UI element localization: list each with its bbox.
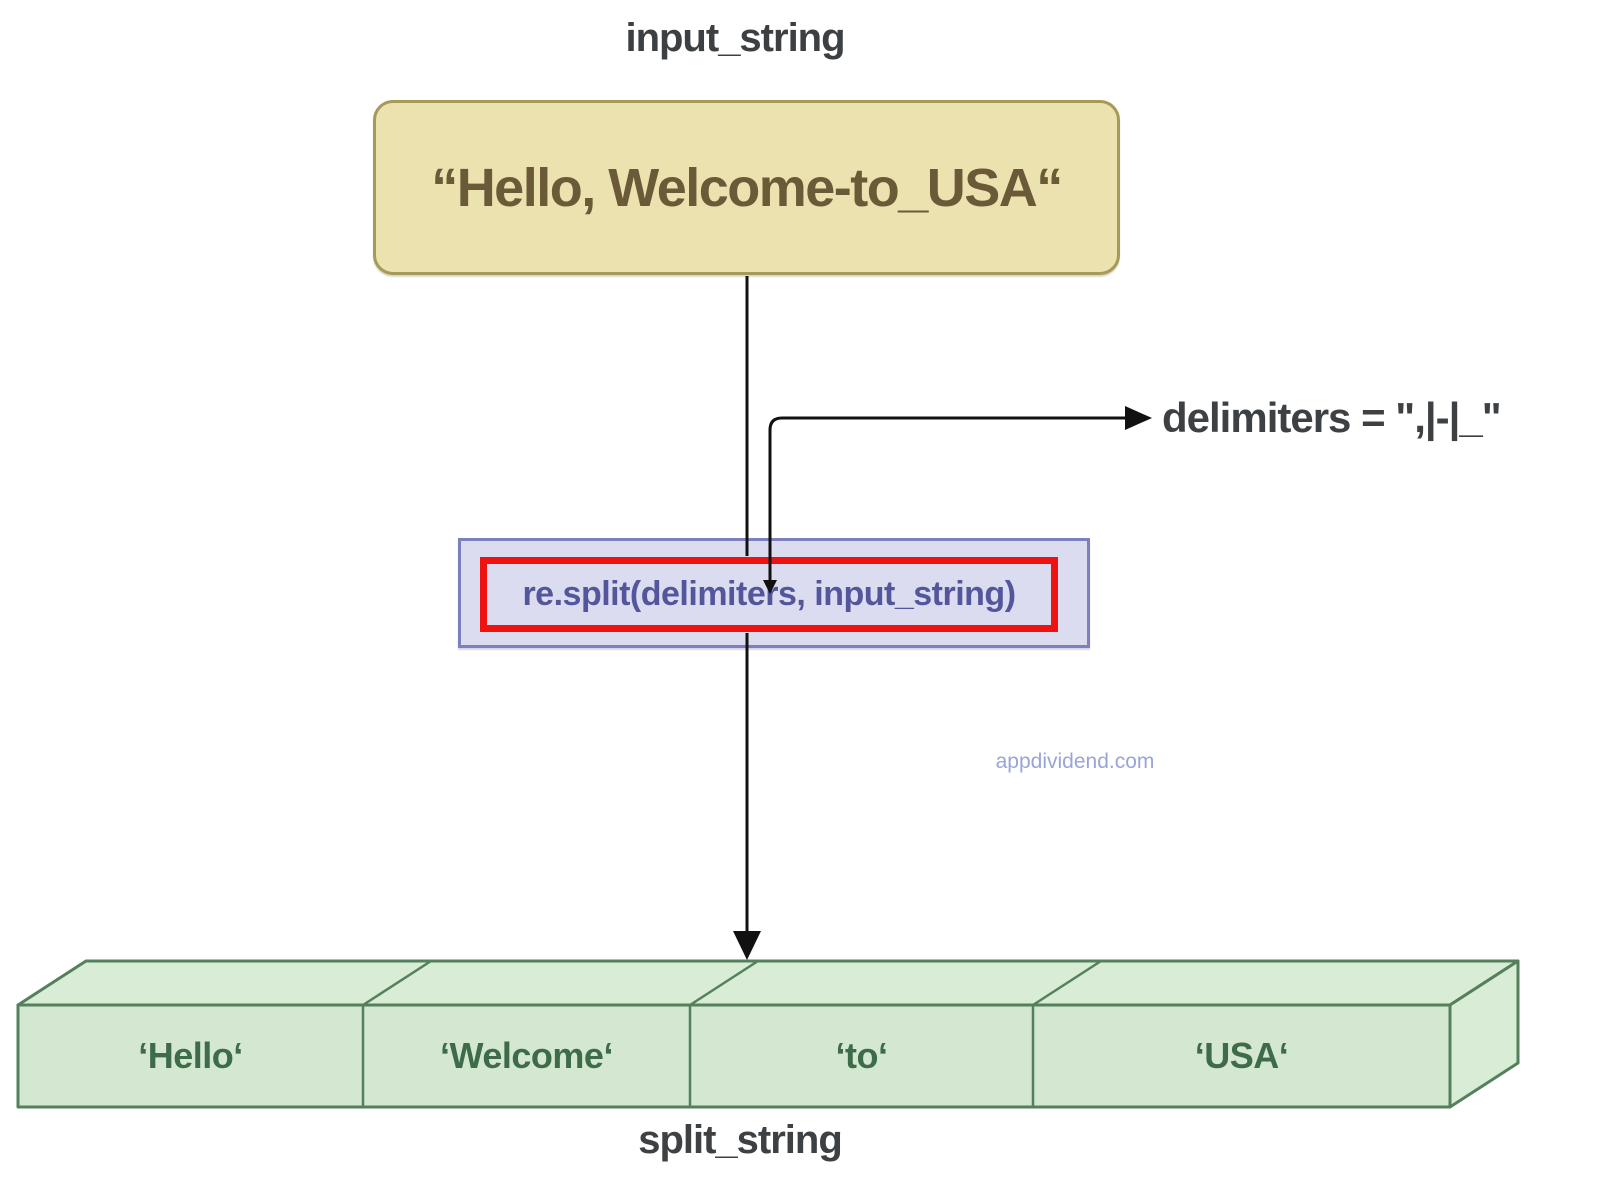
function-box: re.split(delimiters, input_string) bbox=[458, 538, 1090, 648]
input-string-value: “Hello, Welcome-to_USA“ bbox=[431, 157, 1063, 218]
top-face-divider bbox=[362, 959, 432, 1007]
array-top-face bbox=[16, 959, 1520, 1007]
arrow-right-icon bbox=[1125, 406, 1152, 430]
input-string-label: input_string bbox=[625, 16, 845, 60]
watermark: appdividend.com bbox=[995, 750, 1155, 773]
delimiters-label: delimiters = ",|-|_" bbox=[1162, 394, 1502, 441]
split-string-label: split_string bbox=[638, 1118, 843, 1162]
arrow-down-icon bbox=[733, 931, 761, 960]
input-string-box: “Hello, Welcome-to_USA“ bbox=[373, 100, 1120, 275]
array-cell-label: ‘Hello‘ bbox=[138, 1035, 243, 1076]
array-cell-label: ‘USA‘ bbox=[1194, 1035, 1289, 1076]
top-face-divider bbox=[689, 959, 759, 1007]
highlight-rect: re.split(delimiters, input_string) bbox=[480, 557, 1058, 632]
array-right-face bbox=[1448, 959, 1520, 1109]
function-call-text: re.split(delimiters, input_string) bbox=[522, 575, 1016, 613]
top-face-divider bbox=[1032, 959, 1102, 1007]
array-cell-label: ‘to‘ bbox=[835, 1035, 888, 1076]
array-cell-label: ‘Welcome‘ bbox=[440, 1035, 613, 1076]
